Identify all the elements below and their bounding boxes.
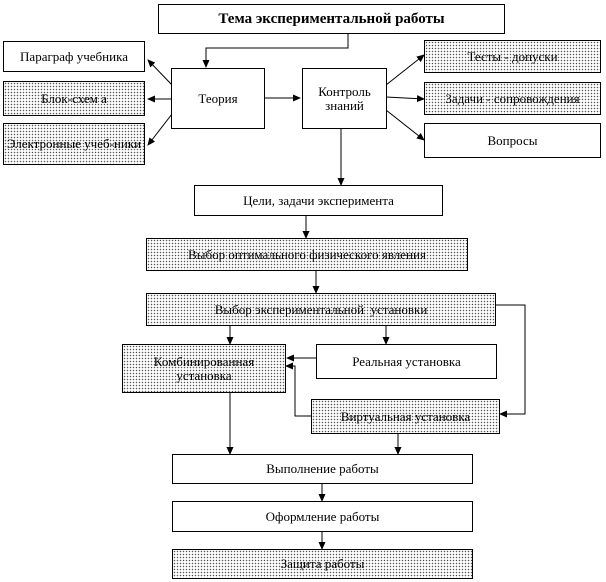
execution-box: Выполнение работы: [172, 454, 473, 484]
goals-box: Цели, задачи эксперимента: [194, 185, 443, 216]
arrow-theory-to-etextbooks: [147, 113, 173, 146]
arrow-setup-to-virtual: [496, 304, 526, 418]
arrow-control-to-tasks: [385, 95, 425, 103]
combined-setup-box: Комбинированная установка: [122, 344, 286, 393]
block-scheme-box: Блок-схем а: [3, 81, 145, 116]
arrow-control-to-questions: [385, 109, 425, 141]
setup-choice-box: Выбор экспериментальной установки: [146, 293, 496, 326]
theory-box: Теория: [171, 68, 265, 129]
formatting-box: Оформление работы: [172, 501, 473, 532]
real-setup-box: Реальная установка: [316, 344, 497, 379]
questions-box: Вопросы: [424, 123, 601, 158]
title-box: Тема экспериментальной работы: [158, 4, 505, 34]
defense-box: Защита работы: [172, 549, 473, 579]
virtual-setup-box: Виртуальная установка: [311, 399, 500, 434]
arrow-control-to-tests: [385, 54, 425, 86]
e-textbooks-box: Электронные учеб-ники: [3, 123, 145, 165]
tasks-box: Задачи - сопровождения: [424, 82, 601, 115]
tests-box: Тесты - допуски: [424, 40, 601, 73]
arrow-title-to-theory: [202, 32, 349, 68]
arrow-theory-to-paragraph: [147, 59, 173, 86]
textbook-paragraph-box: Параграф учебника: [3, 41, 145, 72]
control-box: Контроль знаний: [302, 68, 387, 129]
arrow-virtual-to-combined: [285, 362, 311, 417]
title-text: Тема экспериментальной работы: [218, 11, 445, 27]
phenomenon-choice-box: Выбор оптимального физического явления: [146, 238, 468, 271]
